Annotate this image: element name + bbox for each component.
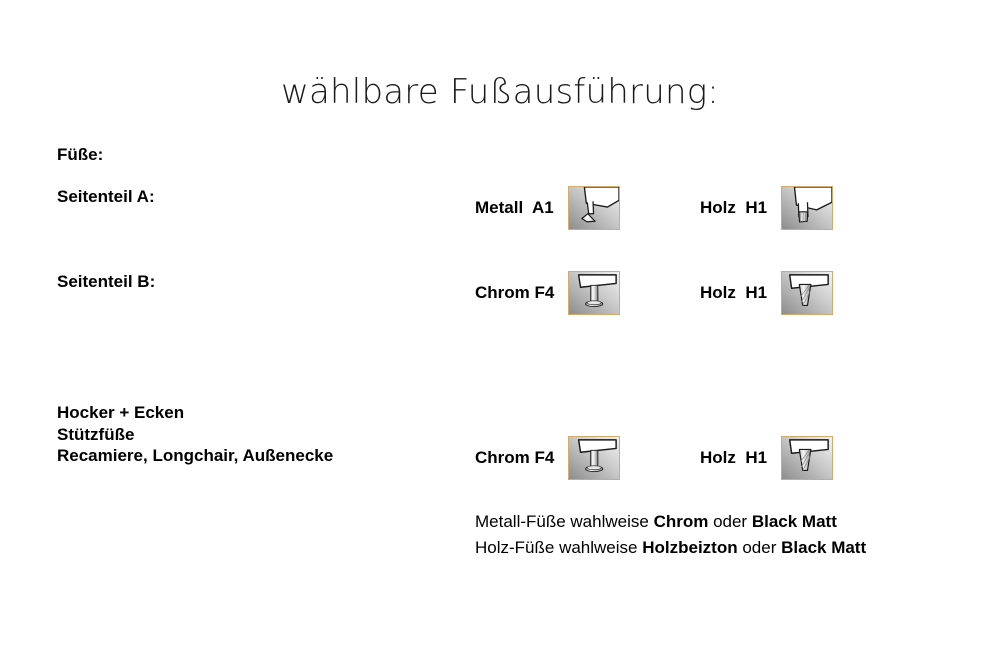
option-row-seitenteil-b: Seitenteil B: Chrom F4	[0, 271, 1000, 323]
row-label-line-2: Stützfüße	[57, 424, 135, 444]
row-label-line-3: Recamiere, Longchair, Außenecke	[57, 446, 334, 465]
option-holz-h1-c[interactable]: Holz H1	[700, 436, 834, 480]
option-holz-h1-b[interactable]: Holz H1	[700, 271, 834, 315]
option-chrom-f4-b[interactable]: Chrom F4	[475, 271, 621, 315]
option-holz-h1-a[interactable]: Holz H1	[700, 186, 834, 230]
row-label-seitenteil-b: Seitenteil B:	[57, 272, 156, 291]
footnote-holz-bold2: Black Matt	[781, 538, 867, 557]
footnote-metall: Metall-Füße wahlweise Chrom oder Black M…	[475, 509, 866, 535]
footnote-holz-part1: Holz-Füße wahlweise	[475, 538, 643, 557]
footnote-metall-bold1: Chrom	[653, 512, 709, 531]
section-heading-fuesse: Füße:	[57, 145, 104, 164]
footnote-holz-bold1: Holzbeizton	[642, 538, 738, 557]
option-label-chrom-f4-c: Chrom F4	[475, 448, 555, 467]
row-label-hocker-ecken-group: Hocker + Ecken Stützfüße Recamiere, Long…	[57, 402, 333, 467]
option-metall-a1[interactable]: Metall A1	[475, 186, 620, 230]
foot-metal-a1-icon[interactable]	[567, 186, 620, 230]
footnote-metall-part1: Metall-Füße wahlweise	[475, 512, 654, 531]
footnote-metall-bold2: Black Matt	[751, 512, 837, 531]
foot-chrome-f4-icon[interactable]	[568, 271, 621, 315]
option-row-hocker-ecken: Chrom F4	[0, 436, 1000, 488]
foot-wood-h1-tapered-icon[interactable]	[781, 271, 834, 315]
footnote-metall-part2: oder	[708, 512, 752, 531]
footnotes: Metall-Füße wahlweise Chrom oder Black M…	[475, 509, 866, 561]
option-chrom-f4-c[interactable]: Chrom F4	[475, 436, 621, 480]
footnote-holz-part2: oder	[737, 538, 782, 557]
option-label-chrom-f4-b: Chrom F4	[475, 283, 555, 302]
option-label-metall-a1: Metall A1	[475, 198, 554, 217]
option-label-holz-h1-b: Holz H1	[700, 283, 768, 302]
footnote-holz: Holz-Füße wahlweise Holzbeizton oder Bla…	[475, 535, 866, 561]
foot-wood-h1-icon[interactable]	[781, 186, 834, 230]
option-label-holz-h1-c: Holz H1	[700, 448, 768, 467]
row-label-seitenteil-a: Seitenteil A:	[57, 187, 155, 206]
foot-chrome-f4-icon[interactable]	[568, 436, 621, 480]
row-label-line-1: Hocker + Ecken	[57, 403, 185, 422]
foot-wood-h1-tapered-icon[interactable]	[781, 436, 834, 480]
option-row-seitenteil-a: Seitenteil A: Metall A1	[0, 186, 1000, 238]
page-title: wählbare Fußausführung:	[281, 72, 719, 112]
option-label-holz-h1-a: Holz H1	[700, 198, 768, 217]
